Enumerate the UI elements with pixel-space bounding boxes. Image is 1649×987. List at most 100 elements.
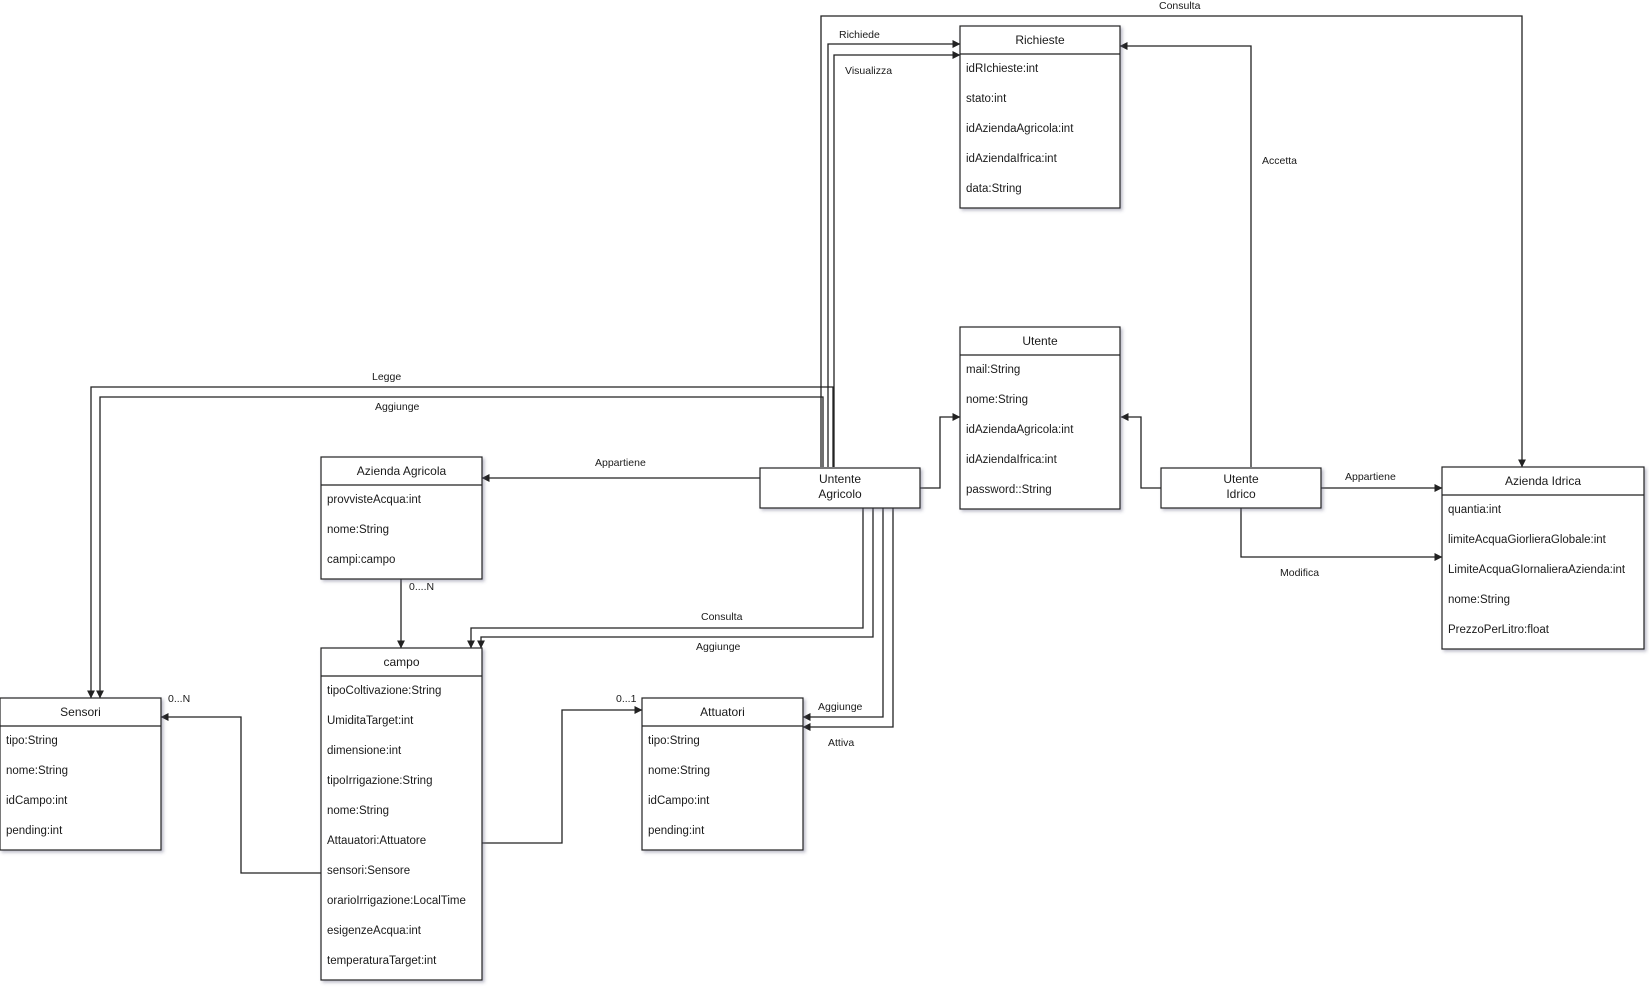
edge-label-background bbox=[371, 371, 403, 383]
class-box bbox=[320, 456, 483, 580]
actor-utente-idrico-line2: Idrico bbox=[1226, 487, 1256, 501]
class-attribute: orarioIrrigazione:LocalTime bbox=[327, 895, 466, 907]
label-modifica: Modifica bbox=[1280, 567, 1319, 579]
class-attribute: LimiteAcquaGIornalieraAzienda:int bbox=[1448, 564, 1626, 576]
edge-aggiunge-campo bbox=[477, 508, 874, 649]
edge-label-background bbox=[817, 701, 864, 713]
class-attribute: Attauatori:Attuatore bbox=[327, 835, 426, 847]
edge-agricolo-utente bbox=[920, 413, 961, 489]
edge-label-background bbox=[167, 693, 192, 705]
class-attribute: PrezzoPerLitro:float bbox=[1448, 624, 1550, 636]
class-box bbox=[320, 647, 483, 981]
label-richiede: Richiede bbox=[839, 29, 880, 41]
actor-utente-agricolo-line2: Agricolo bbox=[818, 487, 862, 501]
class-attribute: esigenzeAcqua:int bbox=[327, 925, 422, 937]
label-mult-campi: 0....N bbox=[409, 581, 434, 593]
class-attribute: tipo:String bbox=[6, 735, 58, 747]
class-attribute: idCampo:int bbox=[648, 795, 710, 807]
class-attribute: mail:String bbox=[966, 364, 1020, 376]
edge-visualizza bbox=[833, 51, 961, 467]
edge-legge bbox=[87, 386, 834, 699]
class-campo: campotipoColtivazione:StringUmiditaTarge… bbox=[320, 647, 483, 981]
edge-richiede bbox=[827, 40, 961, 467]
class-attuatori: Attuatori tipo:String nome:String idCampo:i… bbox=[641, 697, 804, 851]
label-aggiunge-sensori: Aggiunge bbox=[375, 401, 420, 413]
class-attribute: campi:campo bbox=[327, 554, 395, 566]
class-box bbox=[959, 25, 1121, 209]
edge-label-background bbox=[1261, 155, 1299, 167]
class-box bbox=[641, 697, 804, 851]
label-consulta-campo: Consulta bbox=[701, 611, 743, 623]
class-attribute: provvisteAcqua:int bbox=[327, 494, 422, 506]
class-attribute: pending:int bbox=[648, 825, 705, 837]
actor-utente-agricolo-line1: Untente bbox=[819, 472, 861, 486]
class-title: Azienda Agricola bbox=[357, 464, 447, 478]
class-attribute: stato:int bbox=[966, 93, 1007, 105]
edge-label-background bbox=[700, 611, 744, 623]
class-attribute: temperaturaTarget:int bbox=[327, 955, 437, 967]
class-attribute: idCampo:int bbox=[6, 795, 68, 807]
edge-consulta-azienda-idrica bbox=[820, 15, 1526, 468]
class-attribute: dimensione:int bbox=[327, 745, 402, 757]
class-boxes: Richieste idRIchieste:int stato:int idAzien… bbox=[0, 25, 1645, 981]
class-attribute: nome:String bbox=[648, 765, 710, 777]
edge-label-background bbox=[1158, 0, 1202, 12]
class-attribute: quantia:int bbox=[1448, 504, 1502, 516]
edge-label-background bbox=[374, 401, 421, 413]
class-title: Attuatori bbox=[700, 705, 745, 719]
class-sensori: Sensoritipo:Stringnome:StringidCampo:int… bbox=[0, 697, 162, 851]
class-box bbox=[1441, 466, 1645, 650]
actor-utente-idrico: Utente Idrico bbox=[1160, 467, 1322, 509]
label-attiva: Attiva bbox=[828, 737, 854, 749]
class-azienda-idrica: Azienda Idricaquantia:intlimiteAcquaGior… bbox=[1441, 466, 1645, 650]
edge-accetta bbox=[1119, 42, 1252, 467]
class-title: Sensori bbox=[60, 705, 101, 719]
class-box bbox=[0, 697, 162, 851]
edge-aggiunge-attuatori bbox=[802, 508, 884, 721]
label-accetta: Accetta bbox=[1262, 155, 1297, 167]
edge-label-background bbox=[838, 29, 882, 41]
class-attribute: idAziendaAgricola:int bbox=[966, 424, 1074, 436]
label-appartiene-idrica: Appartiene bbox=[1345, 471, 1396, 483]
class-attribute: UmiditaTarget:int bbox=[327, 715, 414, 727]
label-mult-sensori: 0...N bbox=[168, 693, 190, 705]
edge-labels: Consulta Richiede Visualizza Accetta Leg… bbox=[167, 0, 1397, 749]
label-aggiunge-campo: Aggiunge bbox=[696, 641, 741, 653]
actor-utente-agricolo: Untente Agricolo bbox=[759, 467, 921, 509]
class-attribute: tipo:String bbox=[648, 735, 700, 747]
edge-label-background bbox=[695, 641, 742, 653]
label-visualizza: Visualizza bbox=[845, 65, 892, 77]
class-richieste: Richieste idRIchieste:int stato:int idAzien… bbox=[959, 25, 1121, 209]
class-attribute: sensori:Sensore bbox=[327, 865, 410, 877]
class-attribute: tipoIrrigazione:String bbox=[327, 775, 432, 787]
class-attribute: limiteAcquaGiorlieraGlobale:int bbox=[1448, 534, 1607, 546]
edges bbox=[87, 15, 1526, 874]
label-aggiunge-attuatori: Aggiunge bbox=[818, 701, 863, 713]
class-attribute: nome:String bbox=[327, 805, 389, 817]
class-title: Richieste bbox=[1015, 33, 1065, 47]
edge-label-background bbox=[615, 693, 638, 705]
edge-consulta-campo bbox=[467, 508, 864, 649]
class-box bbox=[959, 326, 1121, 510]
label-legge: Legge bbox=[372, 371, 401, 383]
label-consulta-top: Consulta bbox=[1159, 0, 1201, 12]
class-attribute: idAziendaIfrica:int bbox=[966, 454, 1058, 466]
class-title: campo bbox=[383, 655, 419, 669]
edge-label-background bbox=[1344, 471, 1397, 483]
class-attribute: idRIchieste:int bbox=[966, 63, 1039, 75]
class-attribute: nome:String bbox=[327, 524, 389, 536]
edge-aggiunge-sensori bbox=[96, 396, 824, 699]
edge-campo-attuatori bbox=[482, 706, 643, 844]
class-title: Utente bbox=[1022, 334, 1058, 348]
edge-label-background bbox=[827, 737, 856, 749]
edge-campo-sensori bbox=[160, 713, 321, 874]
label-appartiene-agricola: Appartiene bbox=[595, 457, 646, 469]
class-attribute: data:String bbox=[966, 183, 1022, 195]
class-utente: Utentemail:Stringnome:StringidAziendaAgr… bbox=[959, 326, 1121, 510]
class-attribute: nome:String bbox=[1448, 594, 1510, 606]
edge-label-background bbox=[1279, 567, 1321, 579]
class-attribute: password::String bbox=[966, 484, 1052, 496]
class-attribute: idAziendaAgricola:int bbox=[966, 123, 1074, 135]
edge-attiva bbox=[802, 508, 894, 731]
